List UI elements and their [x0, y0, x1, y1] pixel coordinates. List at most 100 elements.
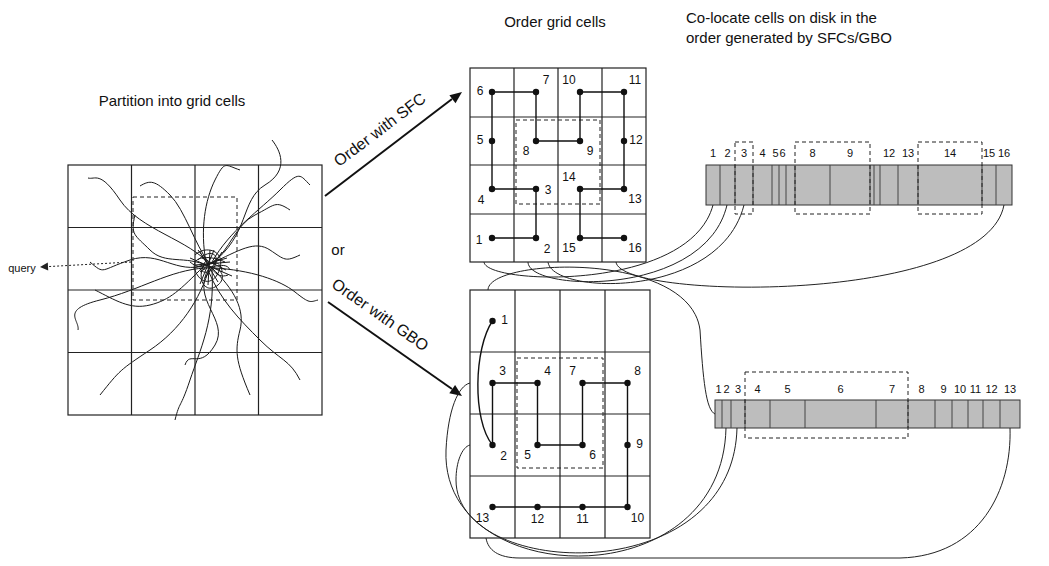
cell-order-number: 8 — [634, 365, 641, 379]
disk-segment-number: 12 — [883, 147, 895, 160]
cell-order-number: 14 — [562, 171, 575, 185]
space-filling-curve — [489, 186, 495, 192]
space-filling-curve — [489, 138, 495, 144]
callout-label: query — [8, 262, 36, 275]
space-filling-curve — [489, 89, 495, 95]
trajectory-lines — [185, 268, 218, 365]
cell-order-number: 6 — [589, 449, 596, 463]
query-block-outline — [745, 372, 908, 438]
query-block-outline — [795, 142, 870, 214]
trajectory-lines — [133, 215, 208, 266]
gbo-order-path — [534, 442, 540, 448]
query-pointer — [40, 262, 131, 271]
cell-to-disk-curve — [446, 267, 1010, 558]
disk-layout-bar — [715, 400, 1020, 428]
gbo-order-path — [579, 442, 585, 448]
connective-word: or — [331, 241, 344, 258]
gbo-order-path — [624, 380, 630, 386]
grid-lines — [470, 68, 646, 262]
grid-lines — [470, 68, 646, 262]
gbo-order-path — [493, 383, 628, 507]
cell-order-number: 2 — [500, 450, 507, 464]
space-filling-curve — [621, 89, 627, 95]
cell-order-number: 4 — [478, 194, 485, 208]
space-filling-curve — [577, 89, 583, 95]
trajectory-lines — [75, 140, 318, 420]
disk-segment-number: 9 — [847, 147, 853, 160]
cell-to-disk-curve — [484, 205, 713, 277]
cell-order-number: 1 — [501, 314, 508, 328]
space-filling-curve — [533, 186, 539, 192]
gbo-order-path — [489, 504, 495, 510]
gbo-order-path — [624, 442, 630, 448]
cell-order-number: 6 — [477, 85, 484, 99]
space-filling-curve — [533, 138, 539, 144]
trajectory-lines — [88, 178, 210, 265]
query-pointer — [40, 263, 48, 271]
trajectory-lines — [203, 166, 240, 262]
disk-segment-number: 4 — [759, 147, 765, 160]
panel-heading: Order grid cells — [504, 13, 606, 30]
gbo-order-path — [489, 318, 630, 510]
grid-lines — [68, 165, 322, 415]
trajectory-lines — [75, 268, 205, 330]
cell-order-number: 7 — [543, 74, 550, 88]
disk-segment-number: 8 — [918, 383, 924, 396]
gbo-order-path — [478, 318, 631, 510]
space-filling-curve — [621, 138, 627, 144]
trajectory-lines — [213, 205, 290, 262]
cell-order-number: 12 — [629, 134, 642, 148]
cell-to-disk-curve — [456, 428, 737, 553]
disk-segment-number: 16 — [998, 147, 1010, 160]
cell-to-disk-curve — [616, 205, 1004, 287]
space-filling-curve — [533, 89, 539, 95]
space-filling-curve — [577, 235, 583, 241]
gbo-order-path — [579, 504, 585, 510]
trajectory-lines — [175, 270, 212, 420]
cell-order-number: 3 — [545, 184, 552, 198]
query-window — [516, 120, 600, 204]
grid-lines — [470, 290, 650, 538]
query-block-outline — [918, 142, 982, 214]
cell-order-number: 7 — [569, 365, 576, 379]
cell-order-number: 5 — [477, 134, 484, 148]
cell-to-disk-curve — [486, 428, 1010, 558]
space-filling-curve — [533, 235, 539, 241]
space-filling-curve — [621, 186, 627, 192]
disk-segment-number: 2 — [724, 147, 730, 160]
ordering-arrow — [325, 92, 462, 396]
query-window — [517, 358, 603, 468]
disk-segment-number: 3 — [735, 383, 741, 396]
disk-layout-bar — [715, 400, 1020, 428]
disk-layout-bar — [706, 165, 1012, 205]
gbo-order-path — [579, 380, 585, 386]
disk-segment-number: 5 — [772, 147, 778, 160]
disk-segment-number: 4 — [754, 383, 760, 396]
arrow-label: Order with SFC — [331, 89, 430, 170]
cell-order-number: 12 — [531, 513, 544, 527]
space-filling-curve — [577, 138, 583, 144]
cell-order-number: 2 — [544, 243, 551, 257]
trajectory-lines — [214, 268, 318, 302]
space-filling-curve — [577, 186, 583, 192]
disk-segment-number: 8 — [809, 147, 815, 160]
disk-segment-number: 10 — [954, 383, 966, 396]
gbo-order-path — [624, 504, 630, 510]
grid-lines — [68, 165, 322, 415]
ordering-arrow — [449, 92, 462, 103]
disk-segment-number: 3 — [741, 147, 747, 160]
query-window — [133, 197, 237, 300]
disk-segment-number: 14 — [944, 147, 956, 160]
gbo-order-path — [489, 380, 495, 386]
trajectory-lines — [211, 140, 281, 264]
disk-segment-number: 1 — [715, 383, 721, 396]
gbo-order-path — [534, 504, 540, 510]
cell-order-number: 9 — [587, 145, 594, 159]
cell-order-number: 1 — [476, 234, 483, 248]
cell-to-disk-curve — [548, 205, 744, 284]
disk-segment-number: 11 — [970, 383, 981, 396]
cell-to-disk-curve — [488, 267, 715, 414]
space-filling-curve — [489, 89, 627, 241]
space-filling-curve — [489, 89, 627, 241]
